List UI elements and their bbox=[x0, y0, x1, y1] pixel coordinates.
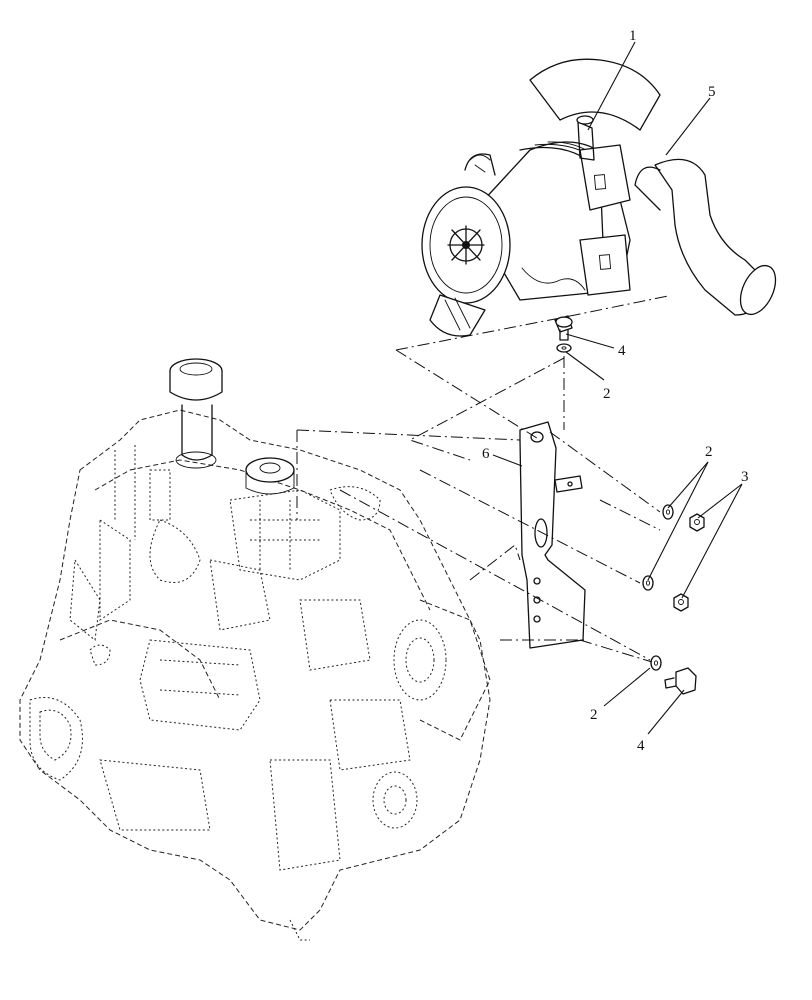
callout-2-lower: 2 bbox=[590, 707, 598, 723]
air-cleaner-cap-grip bbox=[447, 225, 485, 265]
callout-4-top: 4 bbox=[618, 343, 626, 359]
washer-right-middle bbox=[642, 575, 654, 591]
bolt-lower bbox=[664, 667, 697, 695]
nut-lower bbox=[673, 593, 689, 612]
bolt-top bbox=[554, 315, 573, 341]
callout-4-lower: 4 bbox=[637, 738, 645, 754]
leader-lines bbox=[492, 41, 743, 735]
nut-upper bbox=[689, 513, 705, 532]
washer-top bbox=[556, 343, 572, 353]
air-cleaner-assembly bbox=[421, 58, 777, 337]
callouts: 1 5 4 2 6 2 3 2 4 bbox=[482, 28, 749, 754]
callout-2-top: 2 bbox=[603, 386, 611, 402]
washer-right-lower bbox=[650, 655, 662, 671]
engine-sensor bbox=[245, 457, 295, 495]
engine-pulley bbox=[372, 619, 447, 829]
washer-right-upper bbox=[662, 504, 674, 520]
oil-filler-cap bbox=[169, 358, 223, 469]
callout-3: 3 bbox=[741, 469, 749, 485]
mounting-bracket bbox=[519, 421, 586, 649]
engine-block bbox=[19, 358, 491, 941]
callout-1: 1 bbox=[629, 28, 637, 44]
callout-6: 6 bbox=[482, 446, 490, 462]
assembly-centerlines bbox=[296, 295, 669, 663]
callout-2-right: 2 bbox=[705, 444, 713, 460]
callout-5: 5 bbox=[708, 84, 716, 100]
